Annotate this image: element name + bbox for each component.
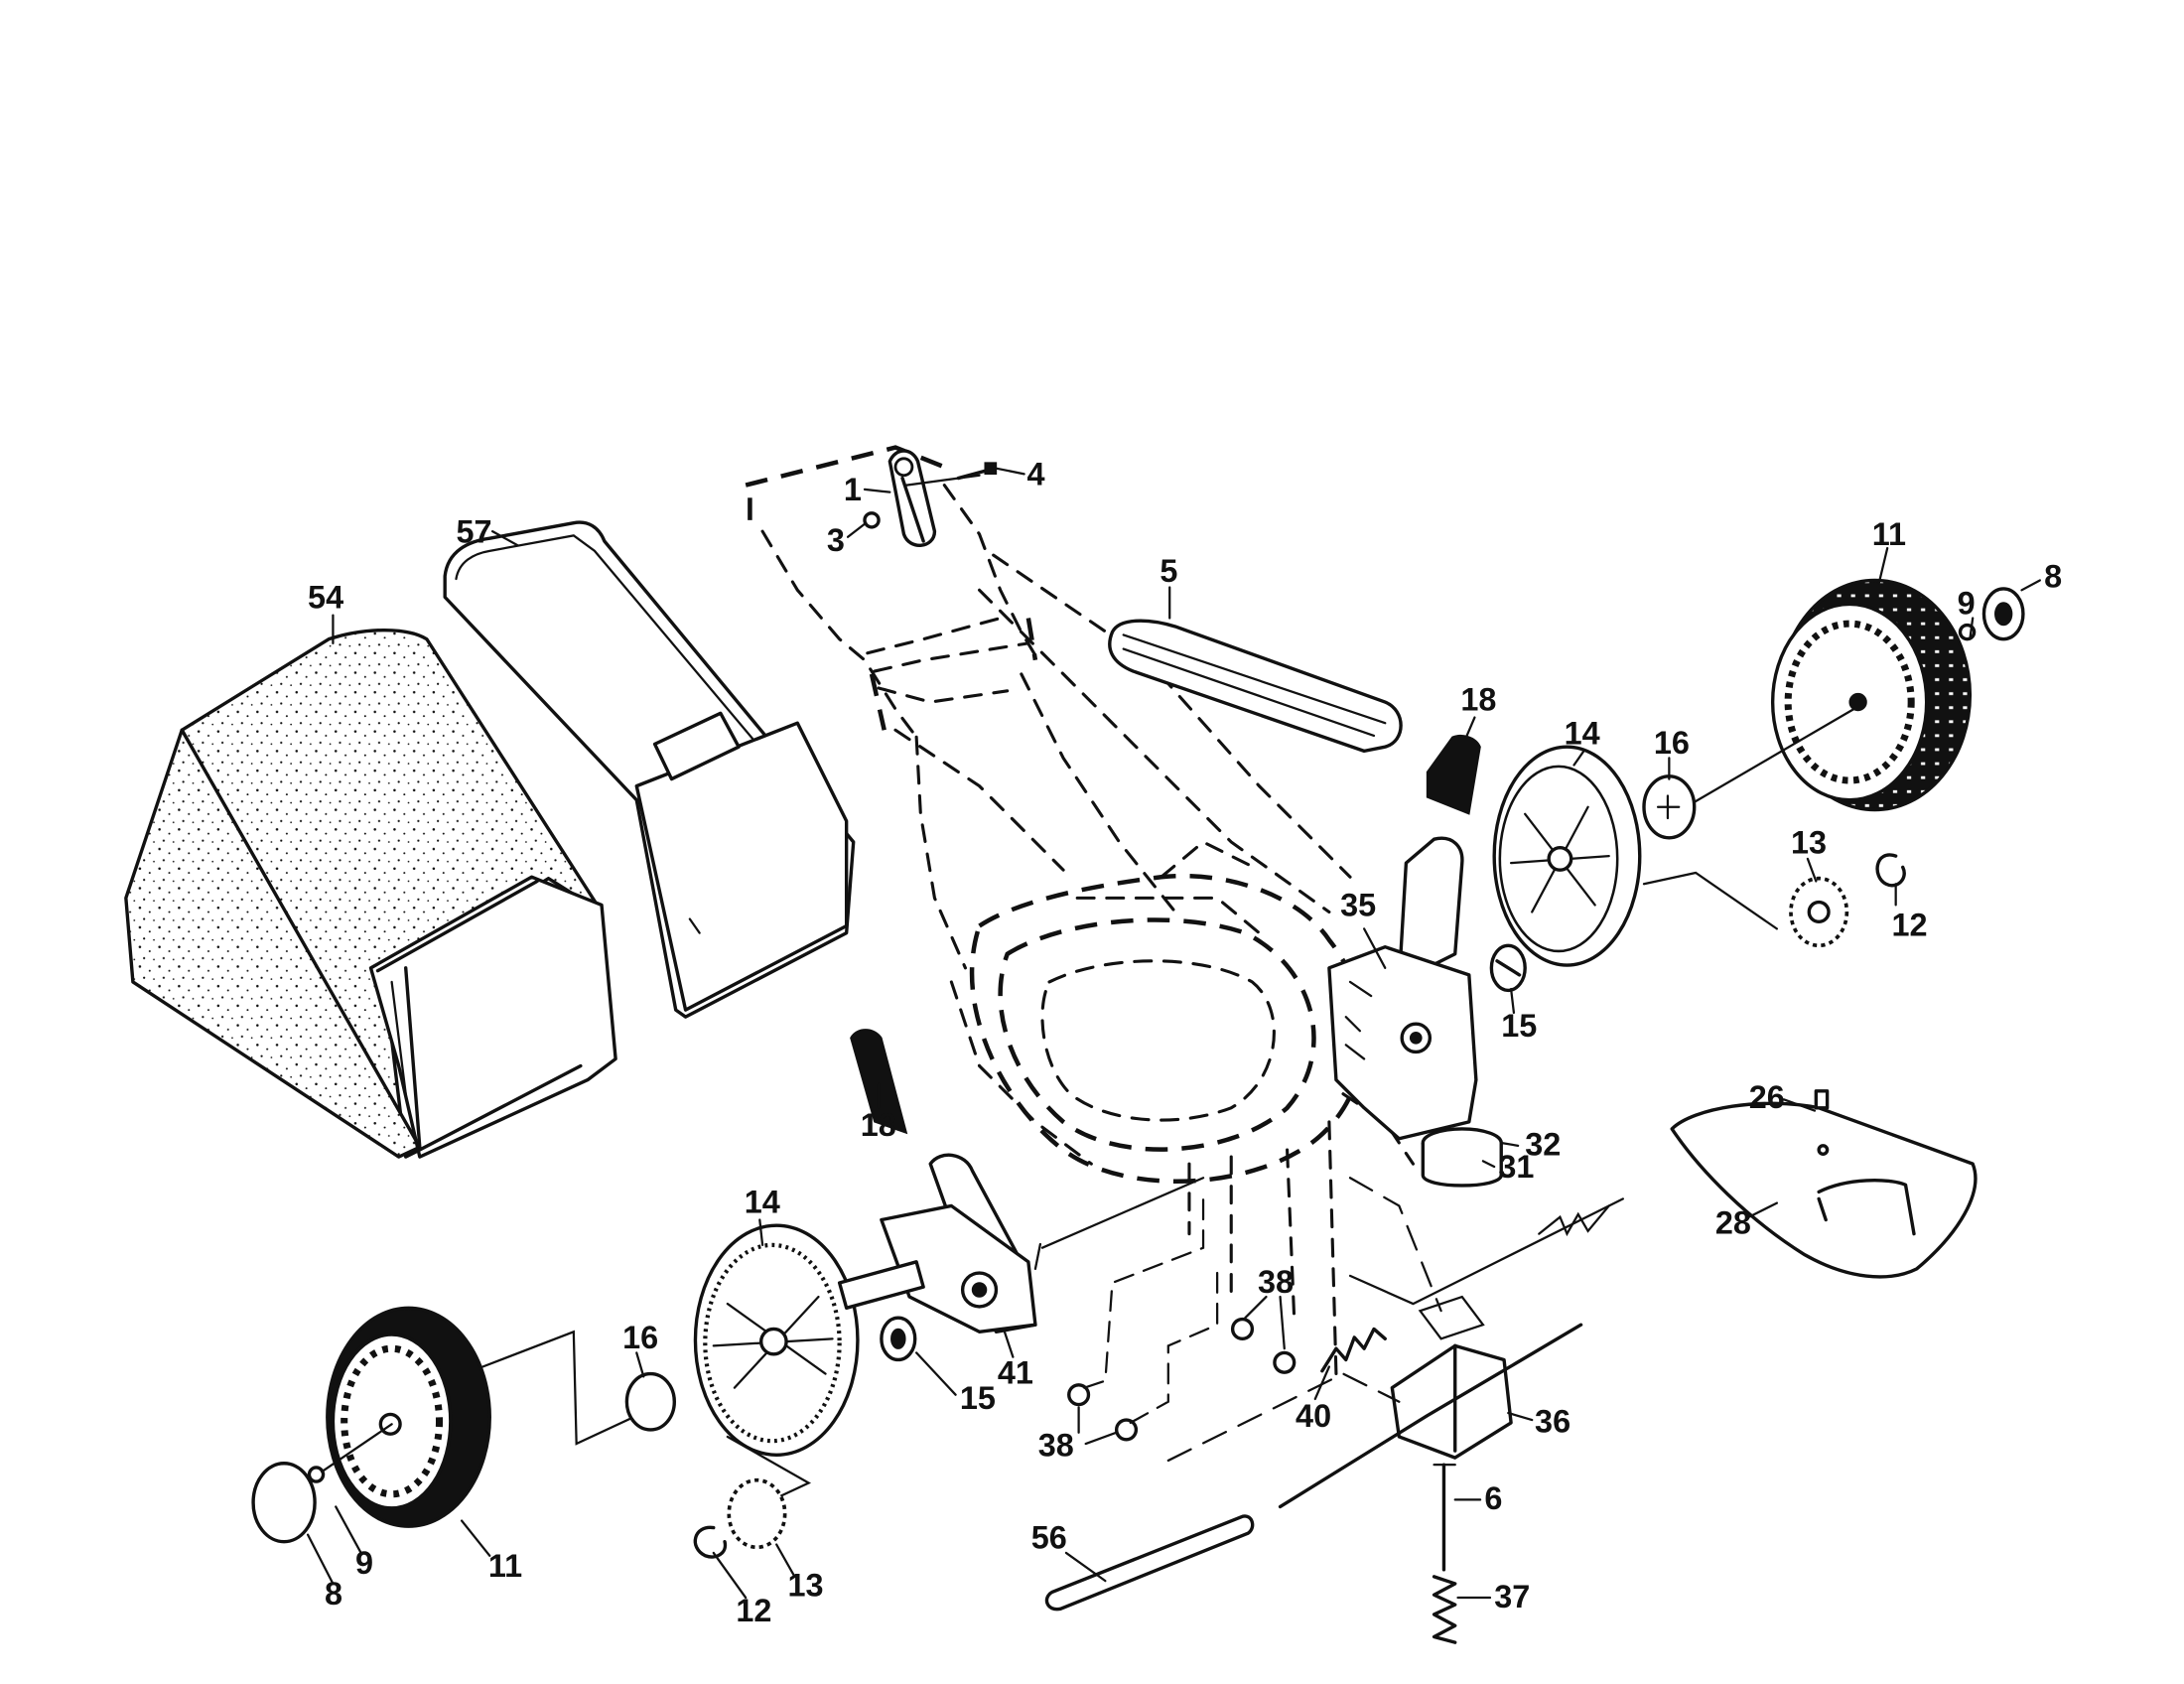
- part-labels: 1 3 4 5 54 57 11 9 8 18 14 16 13 12 35 1…: [308, 457, 2062, 1628]
- washer-left: [624, 1371, 676, 1432]
- washer-right: [1642, 774, 1697, 840]
- e-clip-right: [1875, 853, 1906, 888]
- label-8-left: 8: [325, 1576, 342, 1612]
- spring: [1320, 1204, 1610, 1373]
- dash-chain-38: [1083, 1191, 1219, 1425]
- label-57: 57: [456, 513, 491, 549]
- transmission: [1278, 1197, 1624, 1509]
- label-9-left: 9: [355, 1545, 373, 1581]
- label-15-left: 15: [960, 1380, 996, 1416]
- label-4: 4: [1026, 457, 1044, 492]
- label-18-right: 18: [1460, 682, 1496, 718]
- axle-line-left: [321, 1330, 638, 1474]
- axle-pin: [1433, 1463, 1456, 1572]
- pad-right: [1426, 734, 1481, 815]
- nut-38a: [1230, 1317, 1297, 1374]
- wheel-rim-left: [693, 1223, 860, 1457]
- label-1: 1: [844, 472, 862, 507]
- wheel-rim-right: [1492, 745, 1642, 967]
- mower-deck: [949, 840, 1415, 1376]
- nut: [863, 511, 881, 529]
- label-12-right: 12: [1891, 907, 1927, 942]
- hubcap-right: [1981, 587, 2025, 641]
- coil-spring: [1432, 1575, 1457, 1644]
- label-14-right: 14: [1565, 715, 1600, 751]
- label-41: 41: [998, 1354, 1033, 1390]
- label-26: 26: [1749, 1079, 1785, 1115]
- label-16-right: 16: [1654, 725, 1690, 761]
- gear-left: [726, 1435, 812, 1550]
- height-adjuster-left: [837, 1153, 1205, 1333]
- label-13-left: 13: [787, 1568, 823, 1604]
- e-clip-left: [693, 1525, 728, 1559]
- label-38-lower: 38: [1038, 1428, 1074, 1464]
- axle-line-right: [1685, 707, 1855, 808]
- label-56: 56: [1031, 1520, 1067, 1556]
- rear-shield: [1670, 1101, 1978, 1279]
- label-5: 5: [1160, 553, 1177, 589]
- label-11-left: 11: [488, 1548, 522, 1584]
- label-37: 37: [1494, 1579, 1530, 1614]
- label-11-right: 11: [1872, 516, 1906, 552]
- label-13-right: 13: [1791, 824, 1827, 860]
- leader-lines: [306, 467, 2041, 1600]
- label-6: 6: [1484, 1480, 1502, 1516]
- bag-frame: [443, 520, 856, 1019]
- label-36: 36: [1535, 1404, 1570, 1440]
- label-14-left: 14: [745, 1184, 780, 1219]
- pad-left: [850, 1029, 908, 1135]
- rod: [1044, 1514, 1255, 1612]
- label-38-upper: 38: [1258, 1264, 1294, 1300]
- bushing-right: [1489, 943, 1527, 993]
- nut-38b: [1067, 1383, 1139, 1442]
- label-18-left: 18: [861, 1107, 896, 1143]
- hubcap-left: [251, 1462, 317, 1544]
- label-32: 32: [1525, 1127, 1561, 1163]
- label-28: 28: [1715, 1205, 1751, 1241]
- gear-right: [1642, 871, 1849, 948]
- label-3: 3: [827, 522, 845, 558]
- grass-bag: [124, 628, 617, 1159]
- label-12-left: 12: [736, 1593, 771, 1628]
- height-adjuster-right: [1327, 836, 1478, 1141]
- label-40: 40: [1296, 1398, 1331, 1434]
- rear-wheel-right: [1770, 578, 1973, 812]
- construction-lines: [1033, 1177, 1442, 1463]
- label-9-right: 9: [1958, 585, 1976, 621]
- front-wheel-left: [326, 1306, 491, 1528]
- label-54: 54: [308, 580, 343, 616]
- screw-left: [307, 1466, 326, 1483]
- label-15-right: 15: [1501, 1008, 1537, 1044]
- label-31: 31: [1498, 1149, 1534, 1185]
- label-16-left: 16: [622, 1320, 658, 1355]
- bushing-left: [880, 1316, 917, 1362]
- label-35: 35: [1340, 888, 1376, 923]
- cover-disc: [1421, 1127, 1503, 1188]
- screw-26: [1814, 1089, 1830, 1110]
- handle-assembly: [745, 445, 1352, 970]
- label-8-right: 8: [2044, 558, 2062, 594]
- drive-belt: [1108, 619, 1403, 754]
